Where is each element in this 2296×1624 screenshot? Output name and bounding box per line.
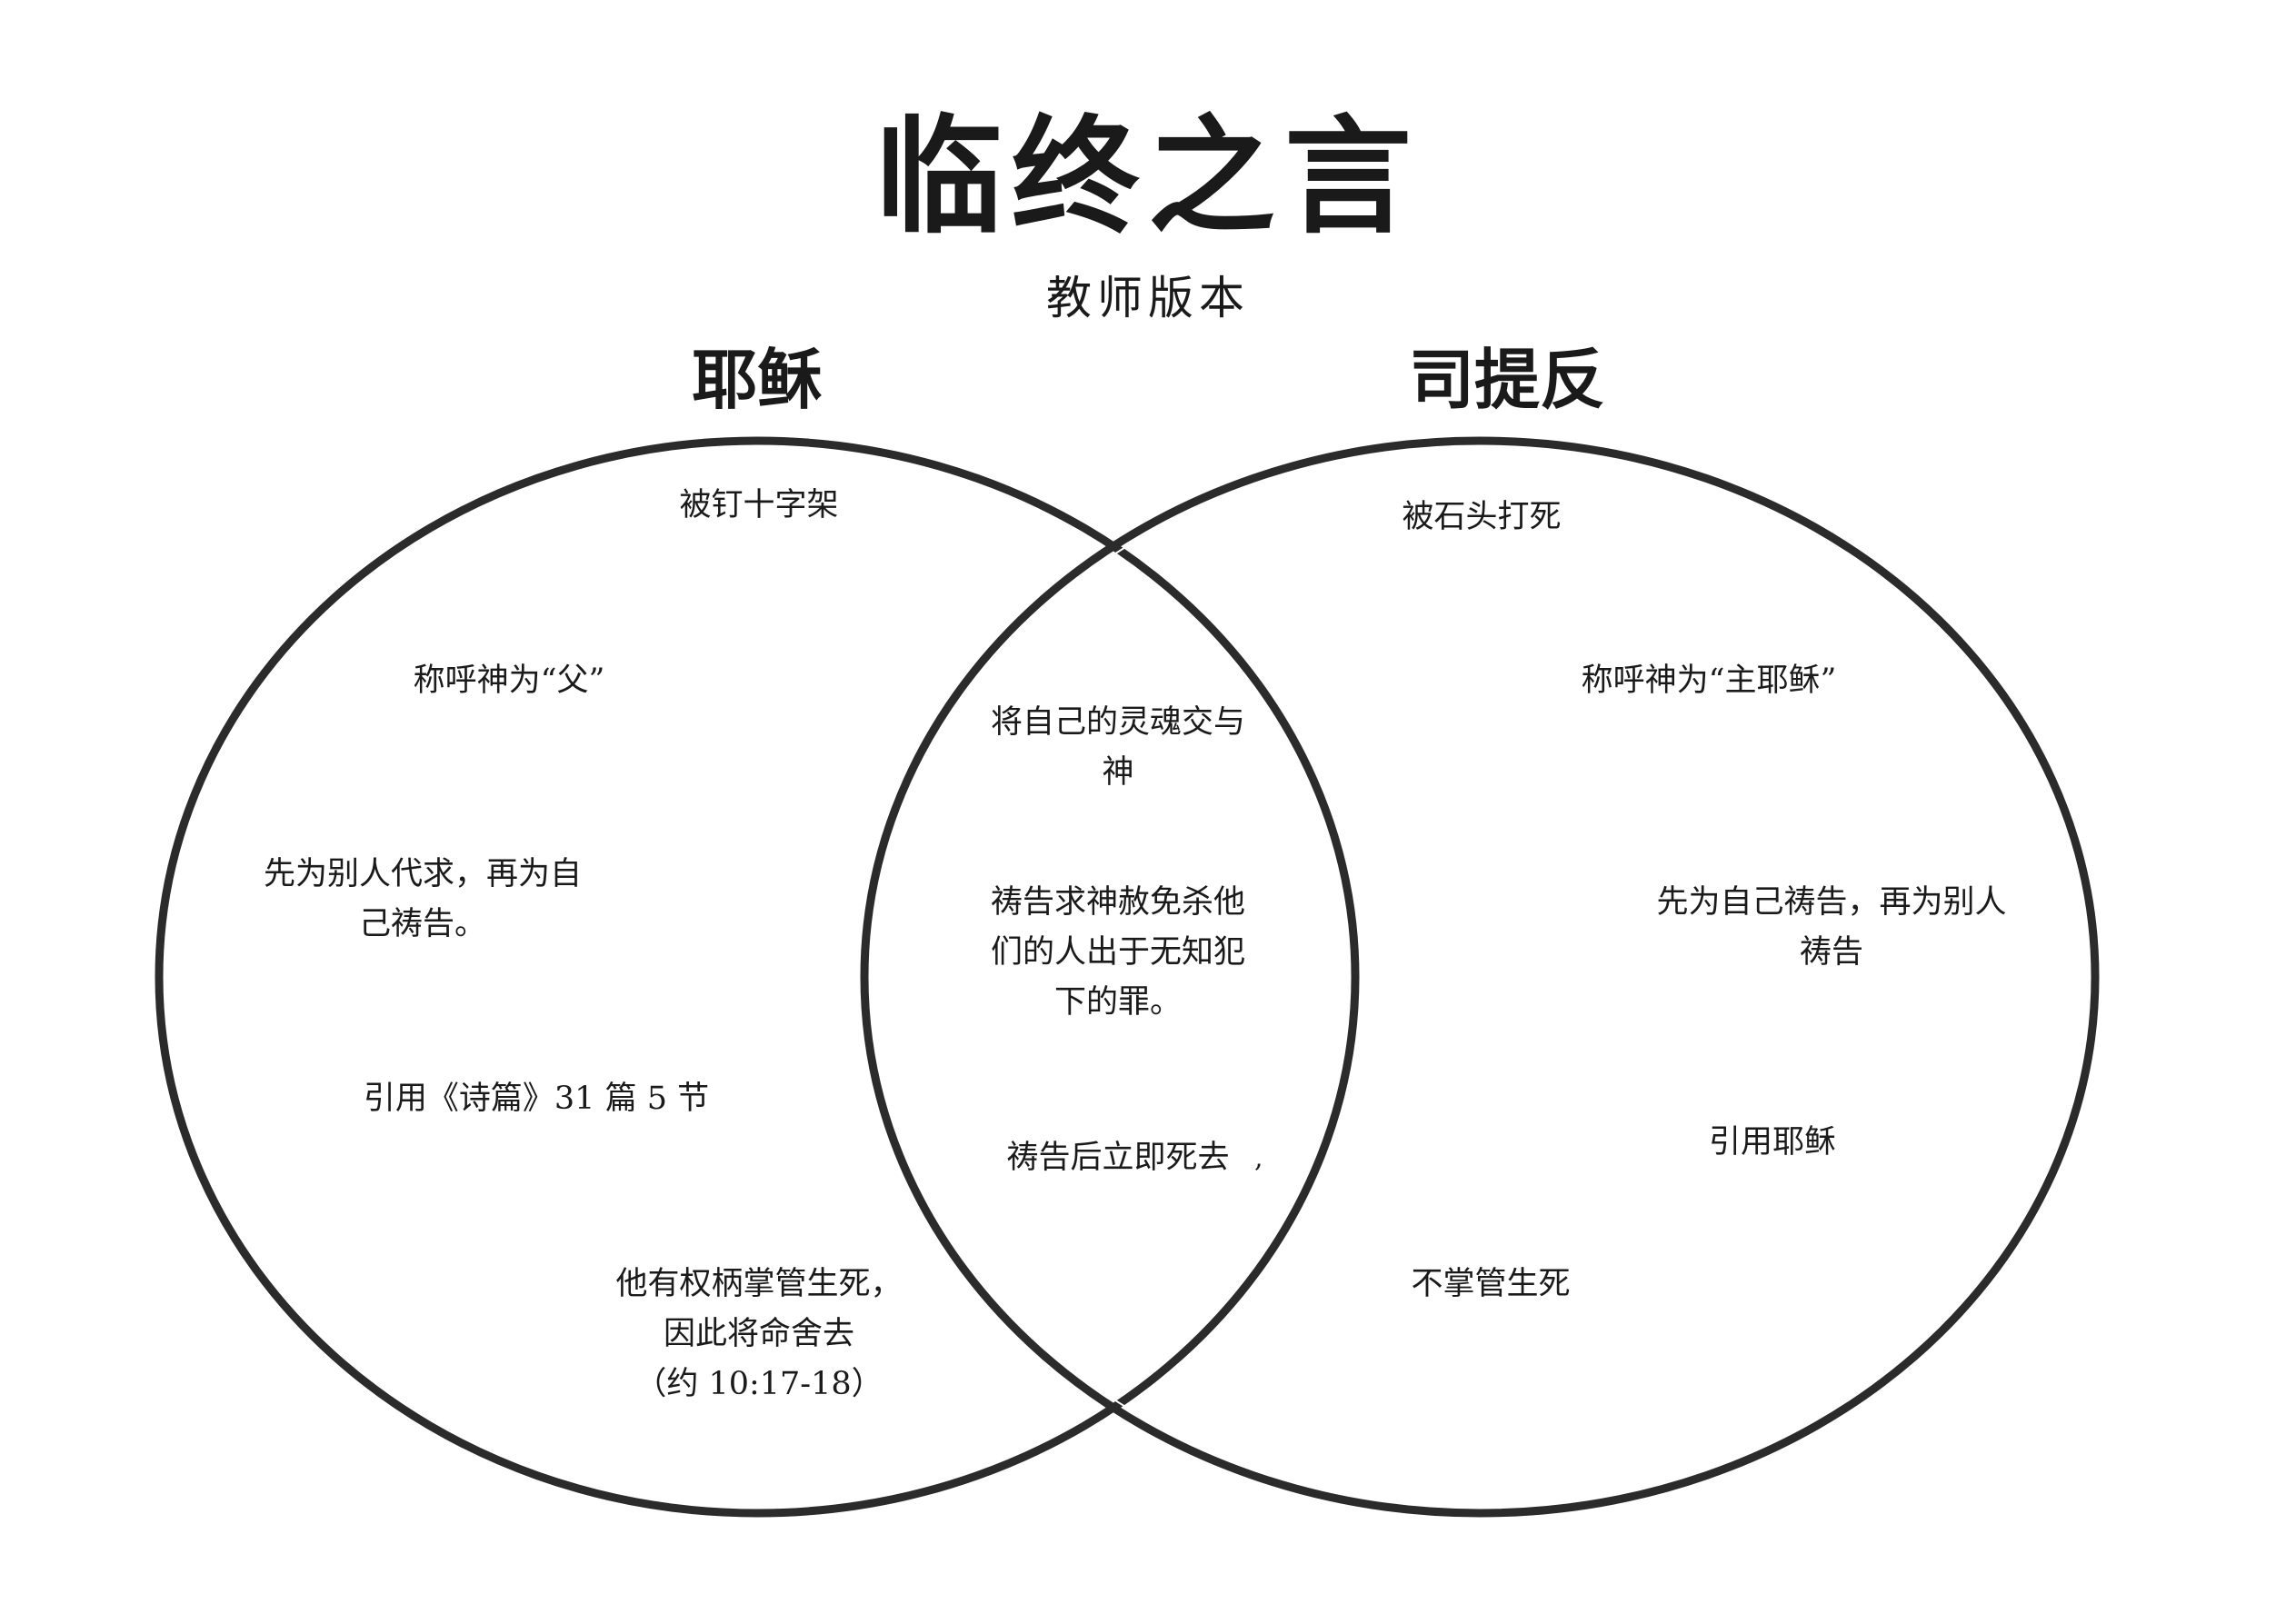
- right-item-called-lord-jesus: 称呼神为“主耶稣”: [1581, 663, 1837, 699]
- right-item-pray-self-first: 先为自己祷告，再为别人 祷告: [1656, 884, 2007, 971]
- venn-circle-left: [155, 436, 1360, 1518]
- venn-circle-left-inner-line: [165, 447, 1349, 1507]
- right-item-quote-jesus: 引用耶稣: [1708, 1124, 1836, 1161]
- left-item-crucified: 被钉十字架: [679, 487, 839, 523]
- left-item-authority-life-death: 他有权柄掌管生死， 因此将命舍去 （约 10:17-18）: [615, 1266, 903, 1402]
- right-item-stoned: 被石头打死: [1402, 499, 1562, 535]
- page-title: 临终之言: [874, 103, 1421, 252]
- both-item-pray-forgive: 祷告求神赦免杀他 们的人出于无知犯 下的罪。: [990, 884, 1245, 1021]
- set-label-stephen: 司提反: [1408, 341, 1605, 418]
- left-item-quote-psalm: 引用《诗篇》31 篇 5 节: [363, 1081, 710, 1117]
- both-item-commit-spirit: 将自己的灵魂交与 神: [990, 704, 1245, 791]
- both-item-died-after-prayer: 祷告后立即死去: [1006, 1140, 1230, 1176]
- right-item-no-authority: 不掌管生死: [1411, 1266, 1571, 1302]
- venn-circle-right: [860, 436, 2100, 1518]
- page-subtitle: 教师版本: [1046, 272, 1250, 324]
- left-item-pray-others-first: 先为别人代求，再为自 己祷告。: [263, 856, 582, 942]
- left-item-called-father: 称呼神为“父”: [413, 663, 605, 699]
- set-label-jesus: 耶稣: [691, 341, 823, 418]
- stray-comma-mark: ,: [1254, 1142, 1263, 1174]
- venn-circle-right-inner-line: [871, 447, 2089, 1507]
